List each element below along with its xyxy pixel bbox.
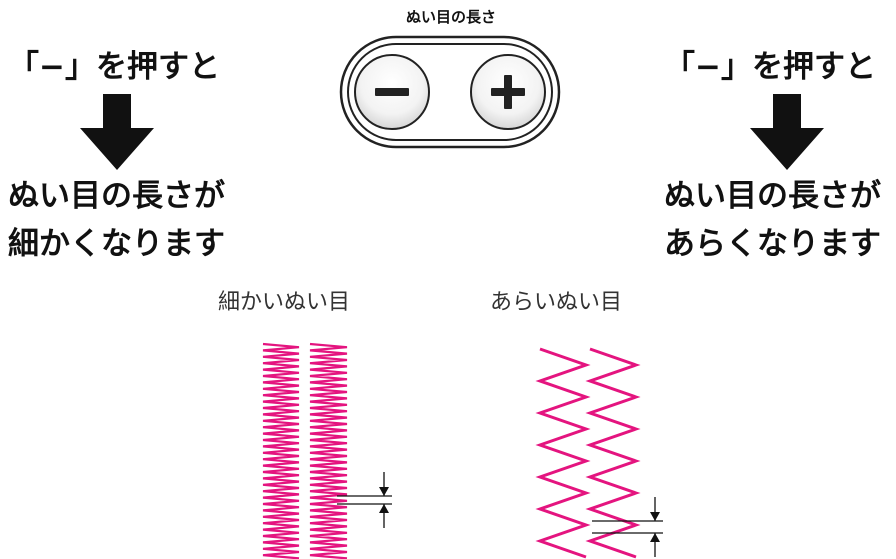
down-arrow-icon: [750, 94, 824, 170]
fine-stitch-label: 細かいぬい目: [218, 290, 351, 315]
fine-zigzag-left: [262, 342, 300, 559]
dimension-arrow-icon: [650, 512, 660, 521]
dimension-arrow-icon: [650, 533, 660, 542]
coarse-zigzag-left: [535, 347, 591, 559]
left-action-text: 「−」を押すと: [8, 49, 220, 85]
right-result-line2: あらくなります: [664, 226, 881, 262]
right-action-text: 「−」を押すと: [664, 49, 876, 85]
fine-stitch-illustration: [262, 342, 392, 559]
coarse-stitch-label: あらいぬい目: [490, 290, 623, 315]
down-arrow-icon: [80, 94, 154, 170]
right-result-line1: ぬい目の長さが: [664, 178, 881, 214]
dimension-arrow-icon: [379, 487, 389, 496]
fine-zigzag-right: [309, 342, 348, 559]
minus-icon: [375, 88, 409, 96]
coarse-zigzag-right: [585, 347, 641, 559]
left-result-line2: 細かくなります: [8, 226, 225, 262]
stitch-length-label: ぬい目の長さ: [406, 8, 497, 26]
dimension-arrow-icon: [379, 504, 389, 513]
plus-button[interactable]: [469, 53, 547, 131]
plus-icon: [491, 75, 525, 109]
coarse-stitch-illustration: [535, 347, 663, 559]
left-result-line1: ぬい目の長さが: [8, 178, 225, 214]
minus-button[interactable]: [353, 53, 431, 131]
